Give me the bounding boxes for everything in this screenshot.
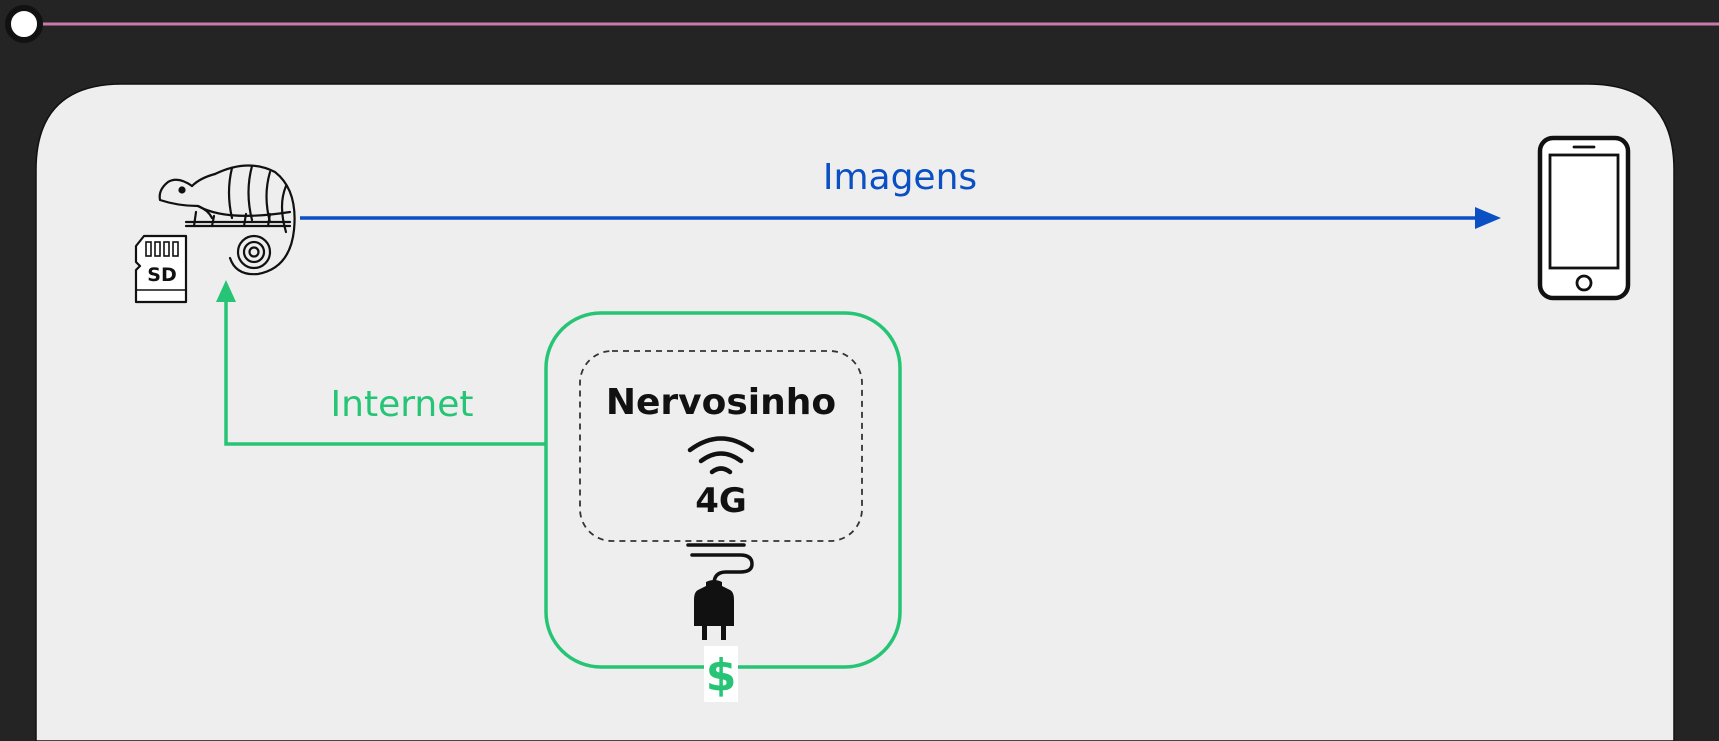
network-badge: 4G	[695, 481, 747, 521]
sd-card-icon: SD	[134, 234, 188, 304]
chameleon-icon	[158, 164, 296, 276]
images-edge-arrowhead	[1475, 207, 1501, 229]
internet-edge-label: Internet	[331, 384, 474, 425]
power-plug-icon	[686, 543, 754, 640]
router-device-frame	[579, 350, 863, 542]
smartphone-icon	[1537, 135, 1631, 301]
internet-edge-line	[224, 300, 546, 446]
cost-badge	[704, 646, 738, 702]
cost-symbol: $	[706, 650, 737, 701]
internet-edge-arrowhead	[216, 280, 236, 302]
sd-card-label: SD	[147, 264, 176, 286]
timeline-handle[interactable]	[5, 5, 43, 43]
diagram-panel	[35, 83, 1675, 741]
wifi-icon	[687, 436, 755, 475]
router-title: Nervosinho	[606, 382, 836, 423]
images-edge-label: Imagens	[823, 157, 977, 198]
